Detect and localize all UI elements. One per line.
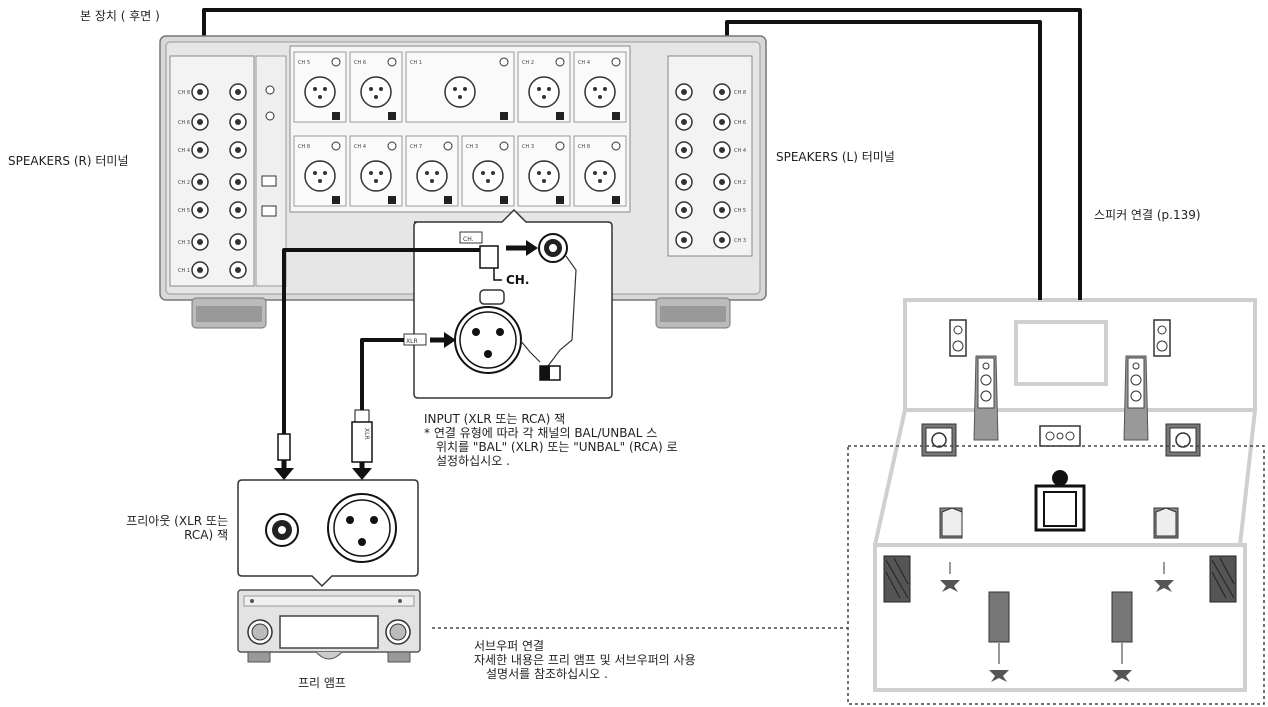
channel-label: CH 3 [466,144,478,150]
ceiling-speaker-icon [1154,562,1174,592]
svg-text:CH 5: CH 5 [734,208,746,214]
svg-text:CH 4: CH 4 [734,148,746,154]
preout-label-line: RCA) 잭 [184,528,228,542]
xlr-tag-text: XLR [406,338,418,345]
svg-text:CH 2: CH 2 [178,180,190,186]
input-note-line: * 연결 유형에 따라 각 채널의 BAL/UNBAL 스 [424,426,658,440]
center-speaker-icon [1039,425,1081,447]
input-jacks-section: CH 5 CH 6 CH 1 CH 2 CH 4 CH 8 CH 4 CH 7 CH 3 CH … [289,45,631,213]
subwoofer-note-line: 설명서를 참조하십시오 . [486,667,608,681]
channel-module: CH 8 [293,135,347,207]
ch-label: CH. [506,273,529,287]
channel-module: CH 5 [293,51,347,123]
svg-text:CH 8: CH 8 [178,90,190,96]
channel-label: CH 1 [410,60,422,66]
panel-controls [255,55,287,287]
channel-module: CH 1 [405,51,515,123]
speaker-cables [202,8,1082,300]
svg-text:CH 3: CH 3 [734,238,746,244]
channel-label: CH 5 [298,60,310,66]
svg-text:CH 5: CH 5 [178,208,190,214]
channel-module: CH 6 [349,51,403,123]
preout-label: 프리아웃 (XLR 또는 RCA) 잭 [102,514,228,542]
ceiling-speaker-icon [1111,591,1133,682]
ceiling-speaker-icon [940,562,960,592]
input-note-line: 설정하십시오 . [436,454,510,468]
speaker-icon [1153,507,1179,539]
tv-screen-icon [1014,320,1108,386]
ch-tag-text: CH. [463,236,474,243]
speakers-r-label: SPEAKERS (R) 터미널 [8,154,129,168]
subwoofer-description: 서브우퍼 연결 자세한 내용은 프리 앰프 및 서브우퍼의 사용 설명서를 참조… [474,639,814,681]
preamp-device [237,589,421,663]
speaker-connection-label: 스피커 연결 (p.139) [1094,208,1201,222]
tower-speaker-icon [973,355,999,441]
svg-text:CH 2: CH 2 [734,180,746,186]
speaker-icon [921,423,957,457]
channel-module: CH 3 [517,135,571,207]
channel-label: CH 4 [578,60,590,66]
channel-label: CH 8 [298,144,310,150]
channel-label: CH 7 [410,144,422,150]
main-unit-label: 본 장치 ( 후면 ) [80,9,160,23]
channel-module: CH 4 [349,135,403,207]
speaker-icon [939,507,963,539]
input-title: INPUT (XLR 또는 RCA) 잭 [424,412,566,426]
preamp-label: 프리 앰프 [298,676,346,690]
tower-speaker-icon [1123,355,1149,441]
ceiling-speaker-icon [988,591,1010,682]
input-callout: CH. CH. XLR [403,208,613,399]
input-note-line: 위치를 "BAL" (XLR) 또는 "UNBAL" (RCA) 로 [436,440,678,454]
channel-module: CH 7 [405,135,459,207]
subwoofer-icon [883,555,911,603]
speaker-icon [1165,423,1201,457]
channel-label: CH 2 [522,60,534,66]
ch-tag [459,231,483,244]
channel-label: CH 3 [522,144,534,150]
preout-label-line: 프리아웃 (XLR 또는 [126,514,228,528]
channel-label: CH 6 [354,60,366,66]
subwoofer-title: 서브우퍼 연결 [474,639,545,653]
rca-plug-icon [274,433,294,480]
speaker-terminals-l: CH 8 CH 6 CH 4 CH 2 CH 5 CH 3 [667,55,753,257]
subwoofer-boundary [847,445,1265,705]
speaker-room [432,298,1265,705]
preout-callout [237,479,419,588]
listener-icon [1034,470,1086,532]
channel-module: CH 3 [461,135,515,207]
channel-label: CH 8 [578,144,590,150]
channel-module: CH 2 [517,51,571,123]
arrow-right-icon [526,240,538,256]
channel-module: CH 8 [573,135,627,207]
svg-text:CH 4: CH 4 [178,148,190,154]
svg-text:CH 1: CH 1 [178,268,190,274]
channel-module: CH 4 [573,51,627,123]
svg-text:CH 6: CH 6 [178,120,190,126]
input-jack-description: INPUT (XLR 또는 RCA) 잭 * 연결 유형에 따라 각 채널의 B… [424,412,754,468]
channel-label: CH 4 [354,144,366,150]
svg-text:CH 6: CH 6 [734,120,746,126]
speaker-icon [949,319,967,357]
speaker-icon [1153,319,1171,357]
subwoofer-note-line: 자세한 내용은 프리 앰프 및 서브우퍼의 사용 [474,653,696,667]
speaker-terminals-r: CH 8 CH 6 CH 4 CH 2 CH 5 CH 3 CH 1 [169,55,255,287]
signal-cables [282,248,480,436]
xlr-plug-text: XLR [363,428,370,440]
speakers-l-label: SPEAKERS (L) 터미널 [776,150,895,164]
svg-text:CH 8: CH 8 [734,90,746,96]
subwoofer-icon [1209,555,1237,603]
arrow-right-icon [444,332,456,348]
svg-text:CH 3: CH 3 [178,240,190,246]
bal-unbal-switch [479,245,499,269]
xlr-plug-icon: XLR [351,409,373,480]
